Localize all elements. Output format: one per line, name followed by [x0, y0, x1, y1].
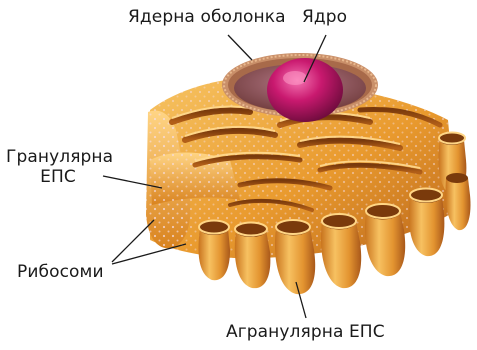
label-smooth-er: Агранулярна ЕПС [226, 322, 385, 342]
leader-ribosome-a [112, 220, 154, 262]
nucleus-sphere [267, 58, 343, 122]
leader-nuclear-envelope [228, 35, 252, 60]
label-nucleus: Ядро [302, 7, 347, 27]
label-ribosomes: Рибосоми [17, 262, 104, 282]
label-rough-er-line1: Гранулярна [6, 147, 110, 167]
label-rough-er-line2: ЕПС [6, 167, 110, 187]
label-nuclear-envelope: Ядерна оболонка [128, 7, 286, 27]
label-rough-er: Гранулярна ЕПС [6, 147, 110, 187]
leader-ribosome-b [112, 244, 186, 264]
